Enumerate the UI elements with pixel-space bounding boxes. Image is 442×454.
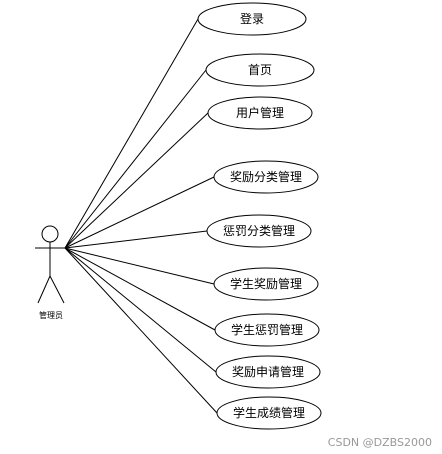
association-reward-apply (64, 247, 217, 373)
actor-head (41, 225, 59, 243)
use-case-label: 登录 (240, 11, 264, 26)
use-case-label: 学生惩罚管理 (231, 322, 303, 337)
use-case-label: 奖励申请管理 (232, 364, 304, 379)
actor-label: 管理员 (39, 310, 63, 320)
use-case-label: 奖励分类管理 (230, 169, 302, 184)
association-reward-category (64, 176, 215, 249)
use-case-ellipse (215, 355, 321, 389)
watermark-text: CSDN @DZBS2000 (328, 436, 432, 449)
association-punish-category (64, 230, 208, 249)
use-case-reward-apply-management[interactable]: 奖励申请管理 (215, 355, 321, 389)
association-user-management (64, 112, 209, 249)
association-student-grades (64, 247, 218, 414)
actor-left-leg (37, 275, 51, 304)
use-case-student-grades-management[interactable]: 学生成绩管理 (216, 396, 322, 430)
use-case-reward-category-management[interactable]: 奖励分类管理 (213, 160, 319, 194)
use-case-student-punish-management[interactable]: 学生惩罚管理 (214, 313, 320, 347)
use-case-student-reward-management[interactable]: 学生奖励管理 (213, 267, 319, 301)
use-case-label: 用户管理 (236, 105, 284, 120)
association-student-punish (64, 247, 216, 331)
use-case-label: 学生奖励管理 (230, 276, 302, 291)
associations (64, 18, 218, 414)
use-case-login[interactable]: 登录 (197, 2, 307, 36)
association-student-reward (64, 247, 215, 285)
use-case-ellipse (205, 53, 315, 87)
use-case-ellipse (206, 214, 312, 248)
actor-right-leg (49, 275, 65, 304)
use-case-label: 首页 (248, 63, 272, 77)
use-case-ellipse (213, 267, 319, 301)
use-case-home[interactable]: 首页 (205, 53, 315, 87)
use-case-label: 惩罚分类管理 (223, 223, 295, 238)
actor-admin[interactable]: 管理员 (35, 225, 65, 320)
use-case-ellipse (214, 313, 320, 347)
use-case-ellipse (213, 160, 319, 194)
association-home (64, 69, 207, 249)
use-case-ellipse (207, 96, 313, 130)
use-case-label: 学生成绩管理 (233, 405, 305, 420)
use-case-user-management[interactable]: 用户管理 (207, 96, 313, 130)
association-login (64, 18, 199, 249)
use-case-ellipse (216, 396, 322, 430)
use-case-ellipse (197, 2, 307, 36)
use-case-punish-category-management[interactable]: 惩罚分类管理 (206, 214, 312, 248)
